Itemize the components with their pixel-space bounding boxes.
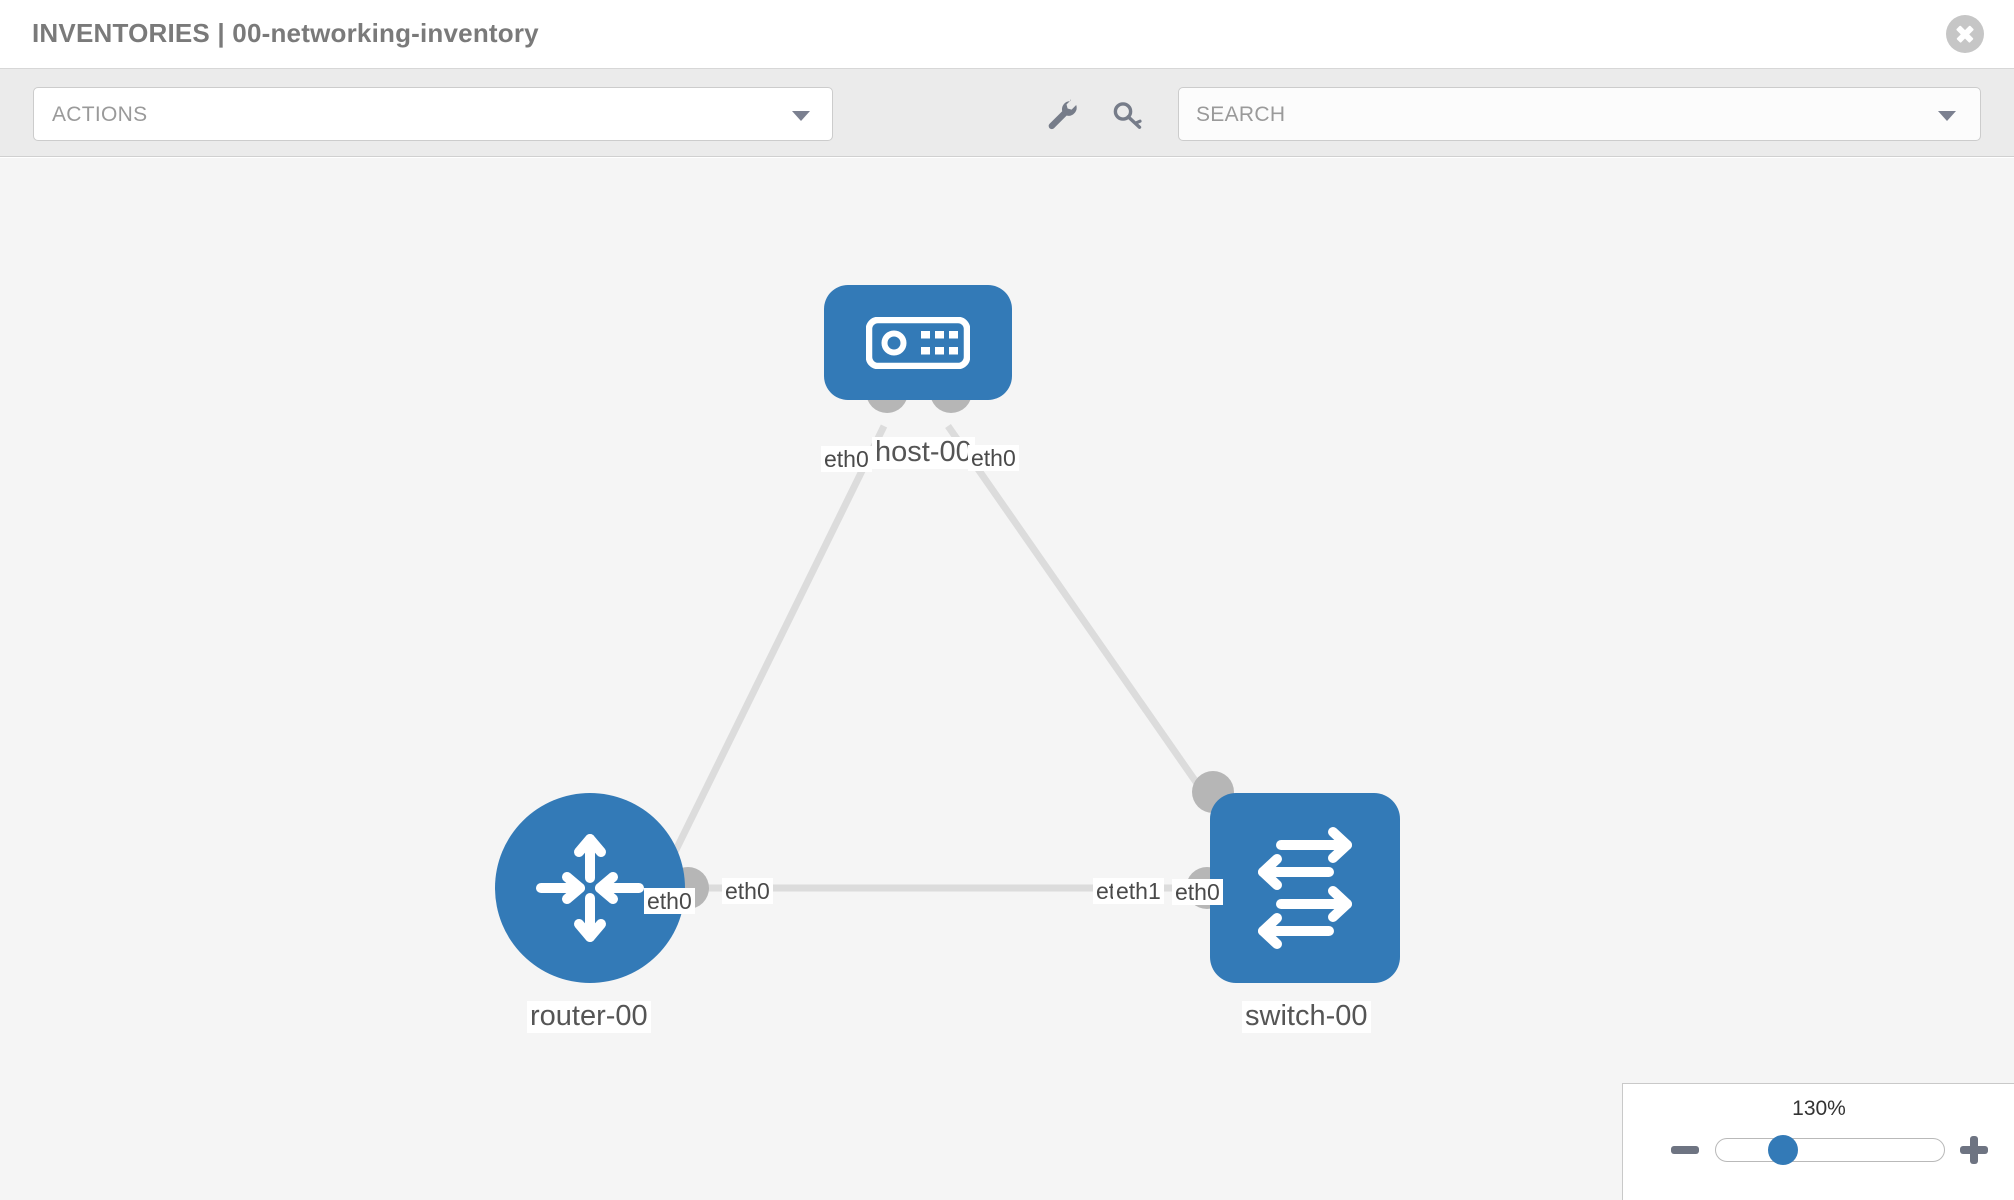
edge-label-switch-to-router: eth1 [1113,878,1164,905]
toolbar: ACTIONS SEARCH [0,69,2014,157]
key-icon[interactable] [1110,97,1146,133]
actions-dropdown[interactable]: ACTIONS [33,87,833,141]
topology-canvas[interactable]: host-00 [0,158,2014,1200]
edge-label-host-left: eth0 [821,446,872,473]
actions-dropdown-label: ACTIONS [52,103,148,126]
topology-node-host[interactable] [824,285,1012,413]
minus-icon[interactable] [1671,1146,1699,1154]
edge-label-router-to-host: eth0 [644,888,695,915]
router-arrows-icon [495,793,685,983]
server-icon [824,285,1012,400]
topology-node-label-router: router-00 [527,1000,651,1033]
switch-arrows-icon [1210,793,1400,983]
page-title: INVENTORIES | 00-networking-inventory [32,18,539,48]
edge-label-router-to-switch: eth0 [722,878,773,905]
edge-label-host-right: eth0 [968,445,1019,472]
wrench-icon[interactable] [1044,97,1080,133]
search-placeholder: SEARCH [1196,103,1286,126]
chevron-down-icon[interactable] [1938,111,1956,121]
plus-icon[interactable] [1960,1136,1988,1164]
topology-node-label-switch: switch-00 [1242,1000,1371,1033]
topology-node-label-host: host-00 [872,436,975,469]
title-bar: INVENTORIES | 00-networking-inventory [0,0,2014,69]
edge-label-switch-to-host: eth0 [1172,879,1223,906]
close-icon[interactable] [1946,15,1984,53]
zoom-slider-thumb[interactable] [1768,1135,1798,1165]
search-input[interactable]: SEARCH [1178,87,1981,141]
topology-node-switch[interactable] [1186,771,1400,983]
zoom-slider-track[interactable] [1715,1138,1945,1162]
zoom-level-value: 130% [1792,1097,1846,1120]
chevron-down-icon [792,111,810,121]
zoom-control-panel: 130% [1622,1083,2014,1200]
